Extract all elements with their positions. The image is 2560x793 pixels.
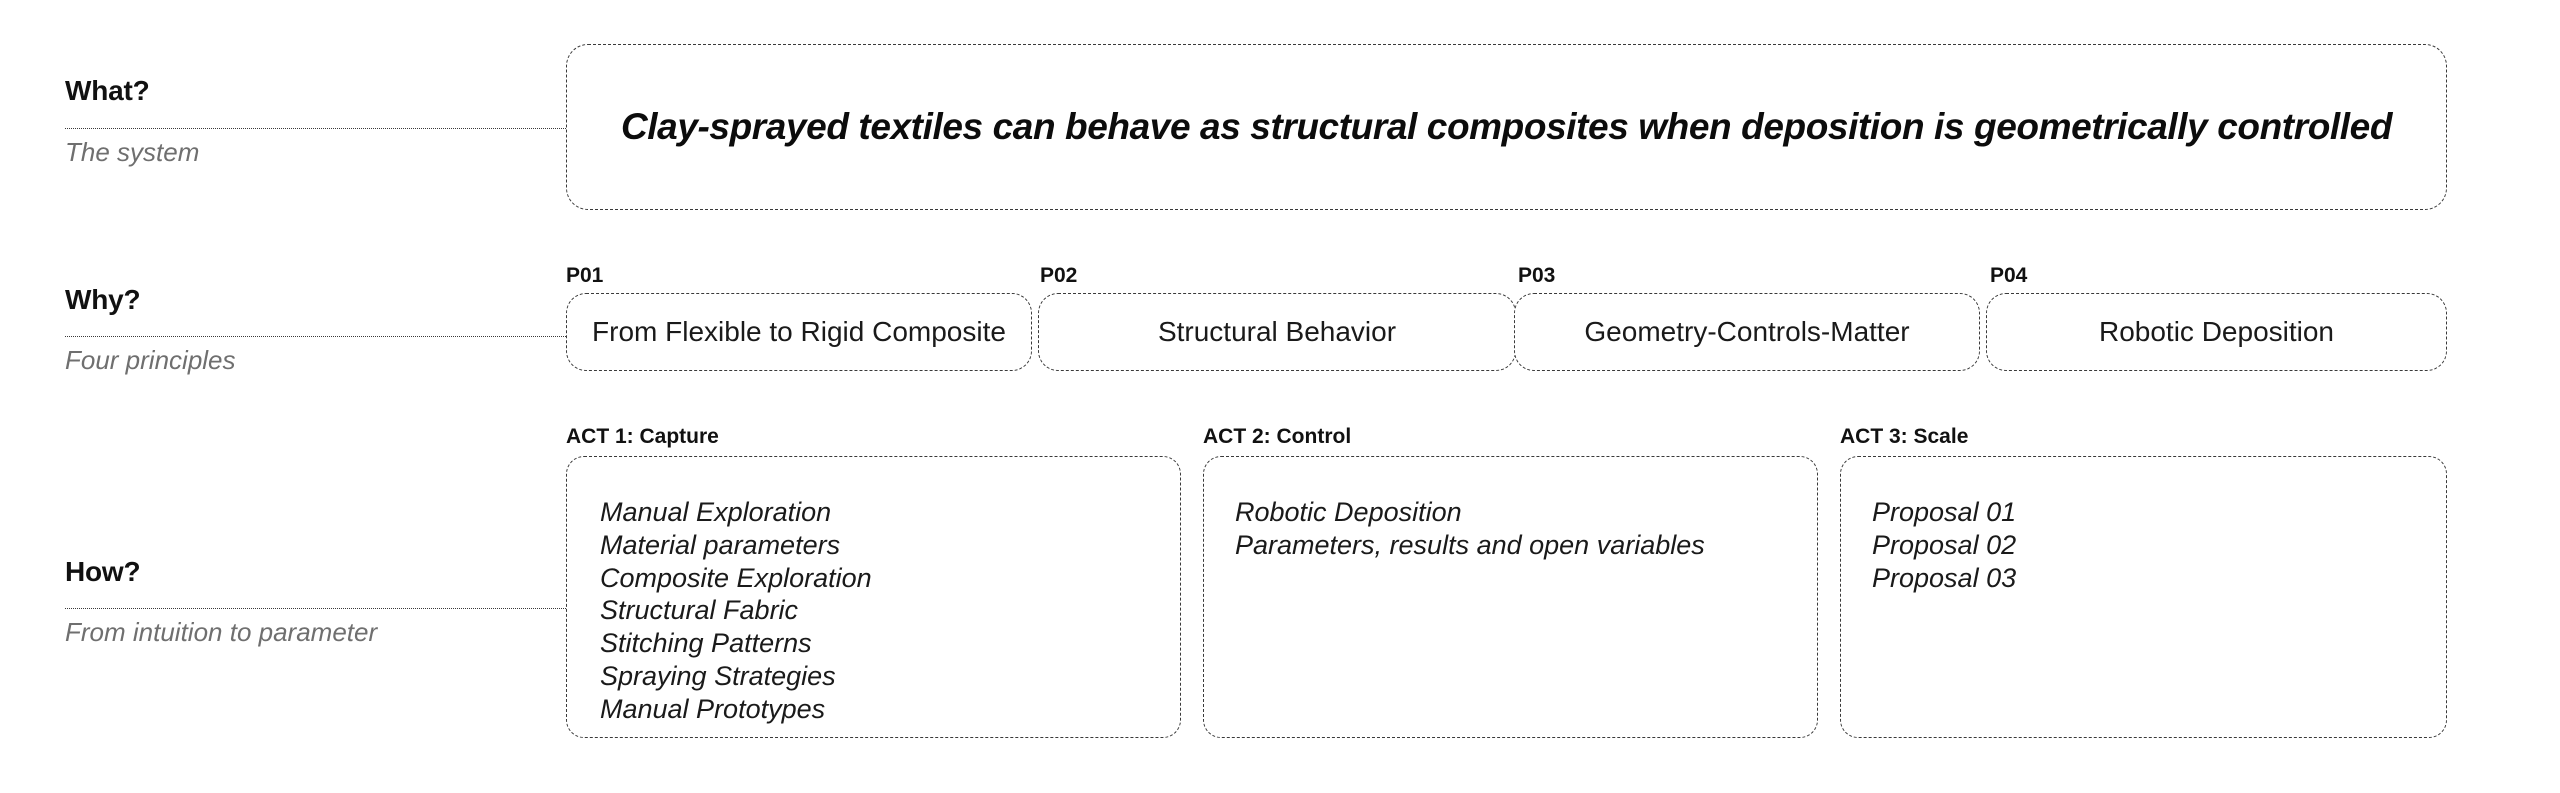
principle-label-p01: P01	[566, 264, 604, 287]
principle-label-p02: P02	[1040, 264, 1078, 287]
how-subtitle-block: From intuition to parameter	[65, 617, 565, 648]
why-title: Why?	[65, 284, 141, 315]
principle-label-p03: P03	[1518, 264, 1556, 287]
list-item: Proposal 02	[1872, 529, 2017, 560]
list-item: Structural Fabric	[600, 595, 799, 626]
act-item-list-2: Robotic Deposition Parameters, results a…	[1235, 496, 1705, 562]
principle-box-p04[interactable]: Robotic Deposition	[1986, 293, 2447, 371]
principle-box-p01[interactable]: From Flexible to Rigid Composite	[566, 293, 1032, 371]
list-item: Manual Exploration	[600, 497, 832, 527]
list-item: Material parameters	[600, 529, 841, 560]
act-label-3: ACT 3: Scale	[1840, 425, 1969, 448]
how-title: How?	[65, 556, 141, 587]
act-item-list-3: Proposal 01 Proposal 02 Proposal 03	[1872, 496, 2016, 594]
act-box-3[interactable]	[1840, 456, 2447, 738]
what-question-block: What?	[65, 75, 565, 107]
list-item: Composite Exploration	[600, 562, 872, 593]
list-item: Proposal 01	[1872, 497, 2017, 527]
why-question-block: Why?	[65, 284, 565, 316]
why-subtitle: Four principles	[65, 345, 236, 375]
list-item: Spraying Strategies	[600, 660, 836, 691]
headline-box[interactable]: Clay-sprayed textiles can behave as stru…	[566, 44, 2447, 210]
headline-text: Clay-sprayed textiles can behave as stru…	[620, 106, 2393, 148]
act-box-1[interactable]	[566, 456, 1181, 738]
how-subtitle: From intuition to parameter	[65, 617, 378, 647]
list-item: Manual Prototypes	[600, 693, 826, 724]
principle-box-p02[interactable]: Structural Behavior	[1038, 293, 1516, 371]
list-item: Parameters, results and open variables	[1235, 529, 1705, 560]
principle-text-p02: Structural Behavior	[1157, 316, 1397, 347]
how-connector-line	[65, 608, 568, 609]
principle-text-p04: Robotic Deposition	[2098, 316, 2335, 347]
list-item: Stitching Patterns	[600, 628, 812, 659]
act-label-1: ACT 1: Capture	[566, 425, 719, 448]
what-subtitle-block: The system	[65, 137, 565, 168]
act-box-2[interactable]	[1203, 456, 1818, 738]
act-item-list-1: Manual Exploration Material parameters C…	[600, 496, 872, 726]
principle-box-p03[interactable]: Geometry-Controls-Matter	[1514, 293, 1980, 371]
what-subtitle: The system	[65, 137, 200, 167]
list-item: Robotic Deposition	[1235, 497, 1462, 527]
list-item: Proposal 03	[1872, 562, 2017, 593]
principle-text-p03: Geometry-Controls-Matter	[1584, 316, 1910, 347]
principle-label-p04: P04	[1990, 264, 2028, 287]
what-connector-line	[65, 128, 568, 129]
act-label-2: ACT 2: Control	[1203, 425, 1352, 448]
why-subtitle-block: Four principles	[65, 345, 565, 376]
why-connector-line	[65, 336, 568, 337]
principle-text-p01: From Flexible to Rigid Composite	[592, 316, 1006, 347]
how-question-block: How?	[65, 556, 565, 588]
what-title: What?	[65, 75, 150, 106]
